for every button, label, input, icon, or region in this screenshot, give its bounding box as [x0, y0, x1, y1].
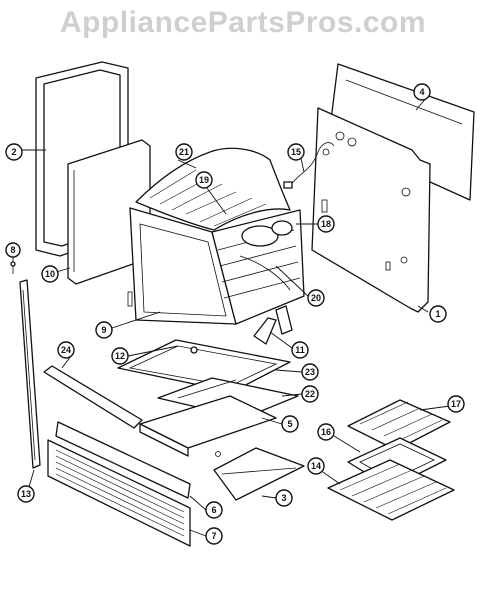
- callout-19: 19: [195, 171, 213, 189]
- callout-2-label: 2: [11, 147, 16, 157]
- callout-18-label: 18: [321, 219, 331, 229]
- callout-17: 17: [447, 395, 465, 413]
- callout-2: 2: [5, 143, 23, 161]
- callout-6-label: 6: [211, 505, 216, 515]
- callout-11-label: 11: [295, 345, 305, 355]
- part-11-bracket: [253, 305, 293, 345]
- callout-12: 12: [111, 347, 129, 365]
- leader-lines: [12, 95, 451, 537]
- callout-8-label: 8: [10, 245, 15, 255]
- part-18-19-20-components: [239, 220, 293, 291]
- callout-21: 21: [175, 143, 193, 161]
- callout-7: 7: [205, 527, 223, 545]
- callout-1-label: 1: [435, 309, 440, 319]
- callout-5: 5: [281, 415, 299, 433]
- part-14-oven-rack-lower: [327, 459, 455, 521]
- part-15-wire: [283, 142, 335, 189]
- callout-13-label: 13: [21, 489, 31, 499]
- callout-3: 3: [275, 489, 293, 507]
- callout-15: 15: [287, 143, 305, 161]
- part-12-clip: [190, 346, 198, 354]
- callout-9-label: 9: [101, 325, 106, 335]
- callout-9: 9: [95, 321, 113, 339]
- callout-1: 1: [429, 305, 447, 323]
- callout-19-label: 19: [199, 175, 209, 185]
- callout-10: 10: [41, 265, 59, 283]
- callout-4-label: 4: [419, 87, 424, 97]
- callout-22: 22: [301, 385, 319, 403]
- part-6-kick-panel: [55, 421, 191, 499]
- callout-23: 23: [301, 363, 319, 381]
- part-21-insulation: [135, 147, 291, 231]
- callout-23-label: 23: [305, 367, 315, 377]
- watermark-text: AppliancePartsPros.com: [59, 6, 427, 39]
- callout-14-label: 14: [311, 461, 321, 471]
- part-9-oven-liner: [127, 207, 305, 325]
- part-1-rear-panel: [311, 107, 431, 313]
- part-3-drawer-bottom: [213, 447, 305, 501]
- part-24-drawer-rail: [43, 365, 143, 429]
- callout-22-label: 22: [305, 389, 315, 399]
- part-8-screw: [10, 261, 16, 274]
- callout-16: 16: [317, 423, 335, 441]
- part-13-trim-strip: [19, 279, 41, 469]
- callout-3-label: 3: [281, 493, 286, 503]
- part-7-vented-panel: [47, 439, 191, 547]
- callout-6: 6: [205, 501, 223, 519]
- callout-15-label: 15: [291, 147, 301, 157]
- callout-21-label: 21: [179, 147, 189, 157]
- callout-7-label: 7: [211, 531, 216, 541]
- callout-10-label: 10: [45, 269, 55, 279]
- callout-8: 8: [5, 242, 21, 258]
- callout-12-label: 12: [115, 351, 125, 361]
- callout-24-label: 24: [61, 345, 71, 355]
- callout-4: 4: [413, 83, 431, 101]
- callout-18: 18: [317, 215, 335, 233]
- callout-13: 13: [17, 485, 35, 503]
- callout-17-label: 17: [451, 399, 461, 409]
- part-5-drawer-body: [139, 395, 277, 457]
- callout-24: 24: [57, 341, 75, 359]
- callout-14: 14: [307, 457, 325, 475]
- callout-16-label: 16: [321, 427, 331, 437]
- part-17-oven-rack: [347, 399, 451, 451]
- callout-20: 20: [307, 289, 325, 307]
- callout-20-label: 20: [311, 293, 321, 303]
- callout-11: 11: [291, 341, 309, 359]
- callout-5-label: 5: [287, 419, 292, 429]
